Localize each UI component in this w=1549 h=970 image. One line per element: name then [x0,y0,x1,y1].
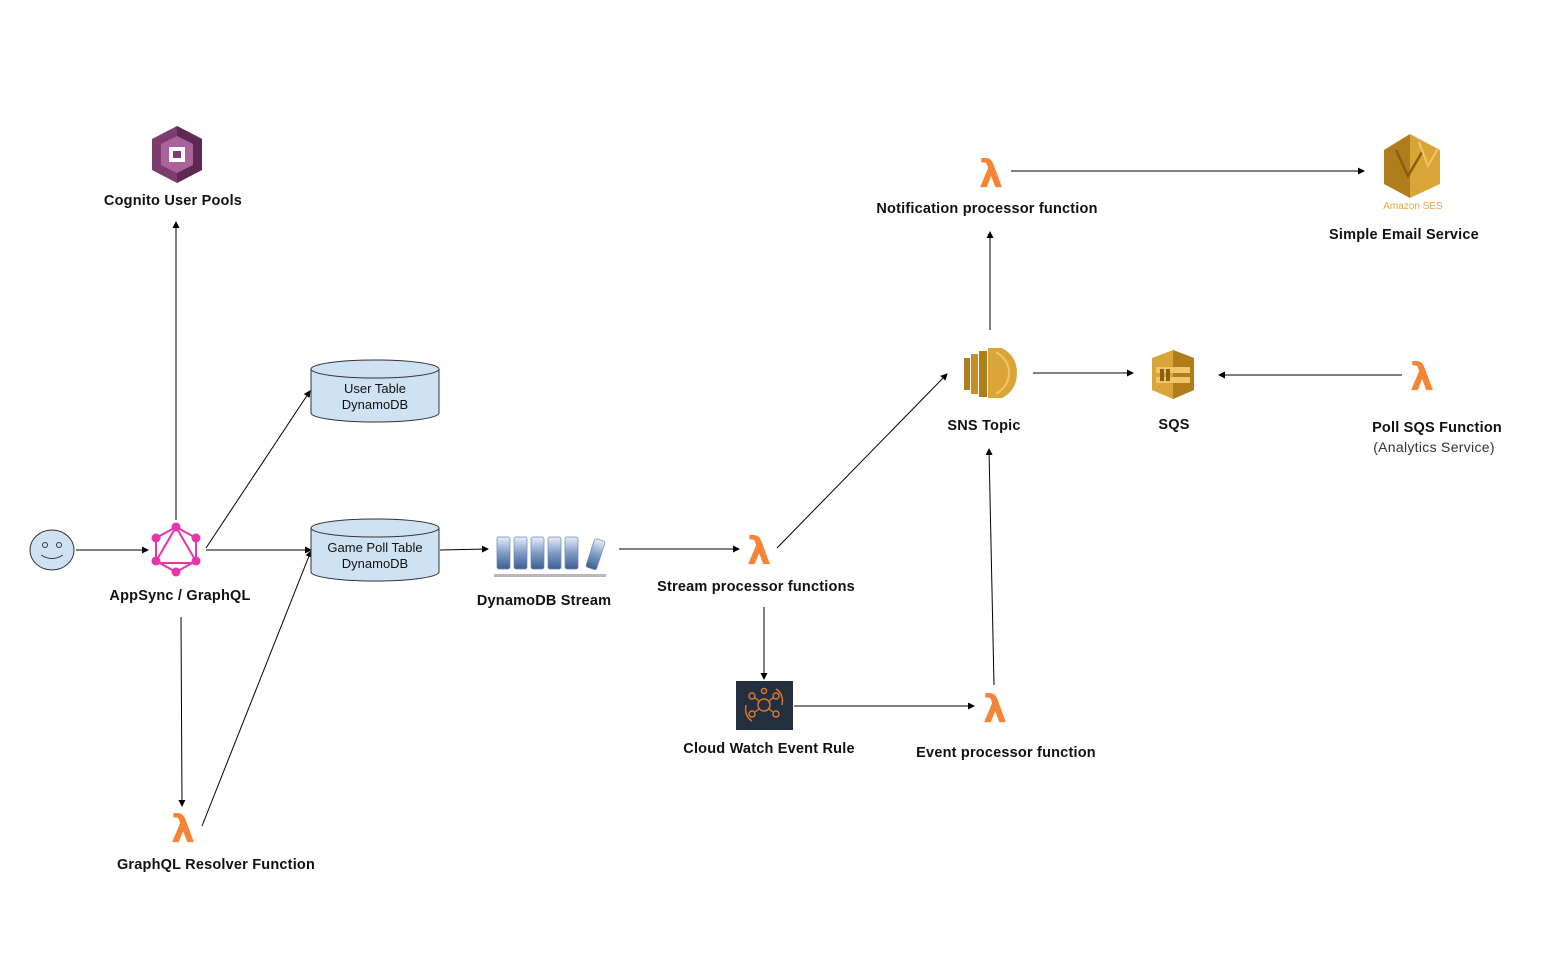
game-table-name: Game Poll Table [327,540,423,555]
svg-text:λ: λ [983,687,1007,731]
arrow-game-table-to-stream [439,545,489,553]
cognito-icon [152,126,202,183]
arrow-stream-proc-to-sns [776,373,948,549]
poll-sqs-sub-label: (Analytics Service) [1373,439,1495,455]
lambda-icon-resolver: λ [171,807,195,851]
lambda-icon-notif-proc: λ [979,152,1003,196]
svg-text:λ: λ [1410,355,1434,399]
cloudwatch-events-icon [736,681,793,730]
cloudwatch-label: Cloud Watch Event Rule [683,741,855,757]
stream-label: DynamoDB Stream [476,593,612,609]
sqs-icon [1152,350,1194,399]
notif-proc-label: Notification processor function [876,201,1098,217]
svg-text:λ: λ [979,152,1003,196]
user-smiley-icon [29,529,75,571]
game-table-sub: DynamoDB [341,556,409,571]
arrow-appsync-to-resolver [178,616,186,807]
ses-icon [1384,134,1440,198]
resolver-label: GraphQL Resolver Function [116,857,316,873]
ses-label: Simple Email Service [1329,227,1479,243]
sns-label: SNS Topic [947,418,1021,434]
lambda-icon-poll-sqs: λ [1410,355,1434,399]
user-table-label: User Table DynamoDB [311,381,439,413]
graphql-icon [151,522,201,577]
svg-text:λ: λ [747,529,771,573]
connectors [76,167,1402,827]
stream-proc-label: Stream processor functions [657,579,855,595]
game-table-icon [310,518,440,582]
sqs-label: SQS [1158,417,1190,433]
user-table-icon [310,359,440,423]
lambda-icon-stream-proc: λ [747,529,771,573]
arrow-resolver-to-game-table [201,550,313,827]
user-table-sub: DynamoDB [341,397,409,412]
event-proc-label: Event processor function [916,745,1096,761]
lambda-icon-event-proc: λ [983,687,1007,731]
poll-sqs-label: Poll SQS Function [1372,420,1502,436]
sns-icon [964,348,1017,398]
svg-text:λ: λ [171,807,195,851]
cognito-label: Cognito User Pools [103,193,243,209]
arrow-appsync-to-user-table [205,390,311,549]
appsync-label: AppSync / GraphQL [109,588,251,604]
dynamodb-stream-icon [494,536,606,577]
user-table-name: User Table [344,381,406,396]
game-table-label: Game Poll Table DynamoDB [311,540,439,572]
arrow-event-proc-to-sns [985,448,995,686]
ses-logo-text: Amazon SES [1383,201,1443,212]
